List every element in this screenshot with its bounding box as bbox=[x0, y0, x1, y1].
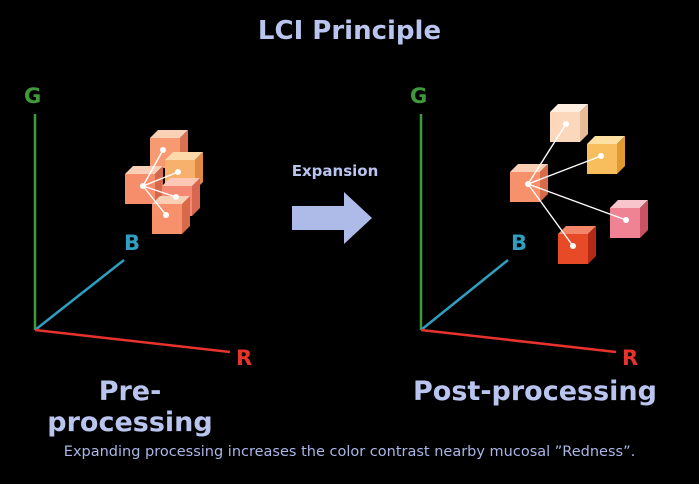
left-b-axis bbox=[34, 259, 125, 331]
left-g-label: G bbox=[24, 84, 41, 108]
left-connectors bbox=[142, 149, 179, 216]
right-r-label: R bbox=[622, 346, 638, 370]
left-cube-cluster bbox=[125, 130, 203, 234]
right-connectors bbox=[527, 123, 627, 247]
right-b-axis bbox=[420, 259, 509, 331]
left-axes: G B R bbox=[24, 84, 252, 370]
right-axes: G B R bbox=[410, 84, 638, 370]
cube bbox=[152, 196, 190, 234]
expansion-arrow bbox=[292, 192, 372, 244]
right-dots bbox=[525, 121, 629, 249]
right-cube-cluster bbox=[510, 104, 648, 264]
cube bbox=[550, 104, 588, 142]
left-b-label: B bbox=[124, 231, 140, 255]
left-dots bbox=[140, 147, 181, 218]
diagram-title: LCI Principle bbox=[257, 16, 442, 46]
pre-processing-label: Pre-processing bbox=[47, 376, 213, 438]
right-r-axis bbox=[420, 328, 617, 354]
expansion-label: Expansion bbox=[291, 162, 379, 180]
right-b-label: B bbox=[511, 231, 527, 255]
left-r-label: R bbox=[236, 346, 252, 370]
cube bbox=[558, 226, 596, 264]
caption-text: Expanding processing increases the color… bbox=[63, 444, 636, 460]
left-r-axis bbox=[34, 328, 231, 354]
cube bbox=[610, 200, 648, 238]
post-processing-label: Post-processing bbox=[413, 376, 657, 407]
cube bbox=[587, 136, 625, 174]
right-g-label: G bbox=[410, 84, 427, 108]
